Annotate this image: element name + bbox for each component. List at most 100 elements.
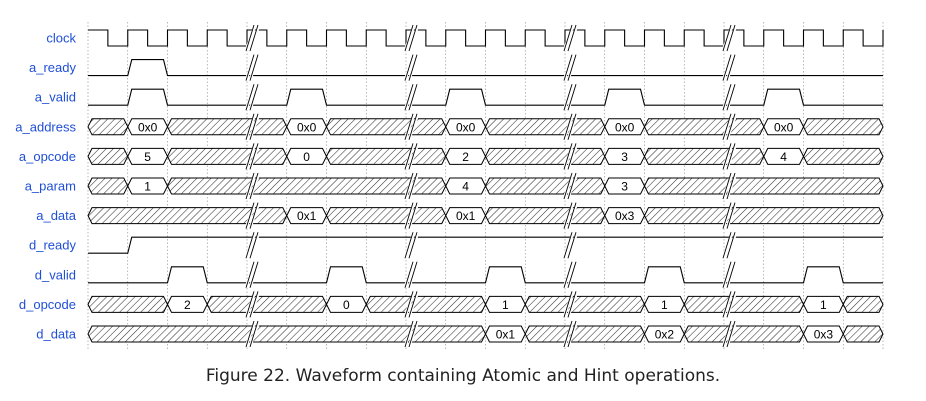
break-gap — [244, 321, 257, 347]
break-gap — [721, 321, 734, 347]
break-gap — [725, 232, 738, 259]
break-slash — [567, 54, 577, 81]
bus-value-label: 5 — [144, 150, 151, 164]
bus-value-segment — [604, 177, 646, 195]
break-gap — [248, 25, 261, 51]
break-slash — [404, 202, 414, 229]
break-gap — [403, 113, 416, 140]
break-slash — [245, 24, 255, 52]
bus-value-segment — [325, 295, 367, 313]
break-gap — [403, 54, 416, 81]
bus-value-segment — [445, 207, 487, 225]
break-gap — [566, 25, 579, 51]
bus-value-label: 0x1 — [456, 209, 476, 223]
bus-value-label: 0x1 — [496, 328, 516, 342]
bus-dontcare-segment — [802, 118, 884, 136]
break-slash — [722, 291, 732, 318]
bus-dontcare-segment — [166, 118, 288, 136]
break-gap — [725, 291, 738, 318]
break-slash — [408, 172, 418, 200]
break-gap — [721, 54, 734, 81]
bus-dontcare-segment — [683, 295, 805, 313]
bus-dontcare-segment — [842, 295, 884, 313]
break-slash — [404, 24, 414, 52]
break-gap — [403, 232, 416, 259]
break-gap — [562, 113, 575, 140]
bus-dontcare-segment — [325, 207, 447, 225]
break-slash — [567, 232, 577, 259]
break-gap — [403, 202, 416, 229]
break-gap — [244, 54, 257, 81]
break-slash — [408, 202, 418, 229]
bus-value-segment — [445, 118, 487, 136]
signal-label: a_address — [15, 119, 76, 134]
break-gap — [562, 25, 575, 51]
bus-value-segment — [127, 177, 169, 195]
break-slash — [722, 261, 732, 288]
break-slash — [563, 113, 573, 140]
break-gap — [403, 173, 416, 199]
trace-a-valid — [88, 88, 883, 106]
break-gap — [562, 291, 575, 318]
break-slash — [726, 54, 736, 81]
break-slash — [722, 202, 732, 229]
break-gap — [407, 321, 420, 347]
break-gap — [244, 291, 257, 318]
bus-dontcare-segment — [87, 147, 129, 165]
bus-value-label: 0x0 — [774, 120, 794, 134]
bus-value-segment — [445, 177, 487, 195]
break-slash — [245, 172, 255, 200]
bus-value-label: 0 — [303, 150, 310, 164]
break-gap — [403, 291, 416, 318]
bus-value-label: 2 — [462, 150, 469, 164]
break-slash — [563, 54, 573, 81]
bus-value-segment — [763, 118, 805, 136]
break-slash — [404, 320, 414, 348]
break-slash — [408, 261, 418, 288]
break-slash — [722, 24, 732, 52]
break-slash — [726, 291, 736, 318]
break-slash — [722, 84, 732, 111]
break-slash — [249, 261, 259, 288]
signal-labels: clocka_readya_valida_addressa_opcodea_pa… — [15, 31, 76, 342]
signal-label: a_ready — [29, 60, 76, 75]
bus-dontcare-segment — [365, 295, 487, 313]
bus-value-segment — [484, 325, 526, 343]
break-gap — [562, 84, 575, 111]
break-slash — [245, 54, 255, 81]
bus-value-label: 0x1 — [297, 209, 317, 223]
break-slash — [726, 202, 736, 229]
bus-value-label: 1 — [661, 298, 668, 312]
bus-dontcare-segment — [842, 325, 884, 343]
break-gap — [248, 291, 261, 318]
break-slash — [567, 24, 577, 52]
signal-label: clock — [46, 31, 76, 46]
break-gap — [407, 84, 420, 111]
break-gap — [725, 173, 738, 199]
break-gap — [566, 232, 579, 259]
break-gap — [407, 173, 420, 199]
break-slash — [726, 143, 736, 170]
break-gap — [403, 261, 416, 288]
bus-value-segment — [445, 147, 487, 165]
bus-value-label: 0x3 — [615, 209, 635, 223]
bus-value-segment — [127, 147, 169, 165]
break-slash — [567, 261, 577, 288]
bus-dontcare-segment — [683, 325, 805, 343]
break-gap — [725, 113, 738, 140]
break-slash — [726, 261, 736, 288]
break-slash — [404, 232, 414, 259]
break-slash — [249, 202, 259, 229]
break-slash — [404, 143, 414, 170]
break-gap — [244, 143, 257, 170]
bus-value-segment — [127, 118, 169, 136]
signal-label: a_data — [36, 208, 77, 223]
signal-level-trace — [88, 88, 883, 106]
break-gap — [721, 143, 734, 170]
signal-label: d_ready — [29, 238, 76, 253]
break-slash — [408, 84, 418, 111]
break-gap — [403, 321, 416, 347]
